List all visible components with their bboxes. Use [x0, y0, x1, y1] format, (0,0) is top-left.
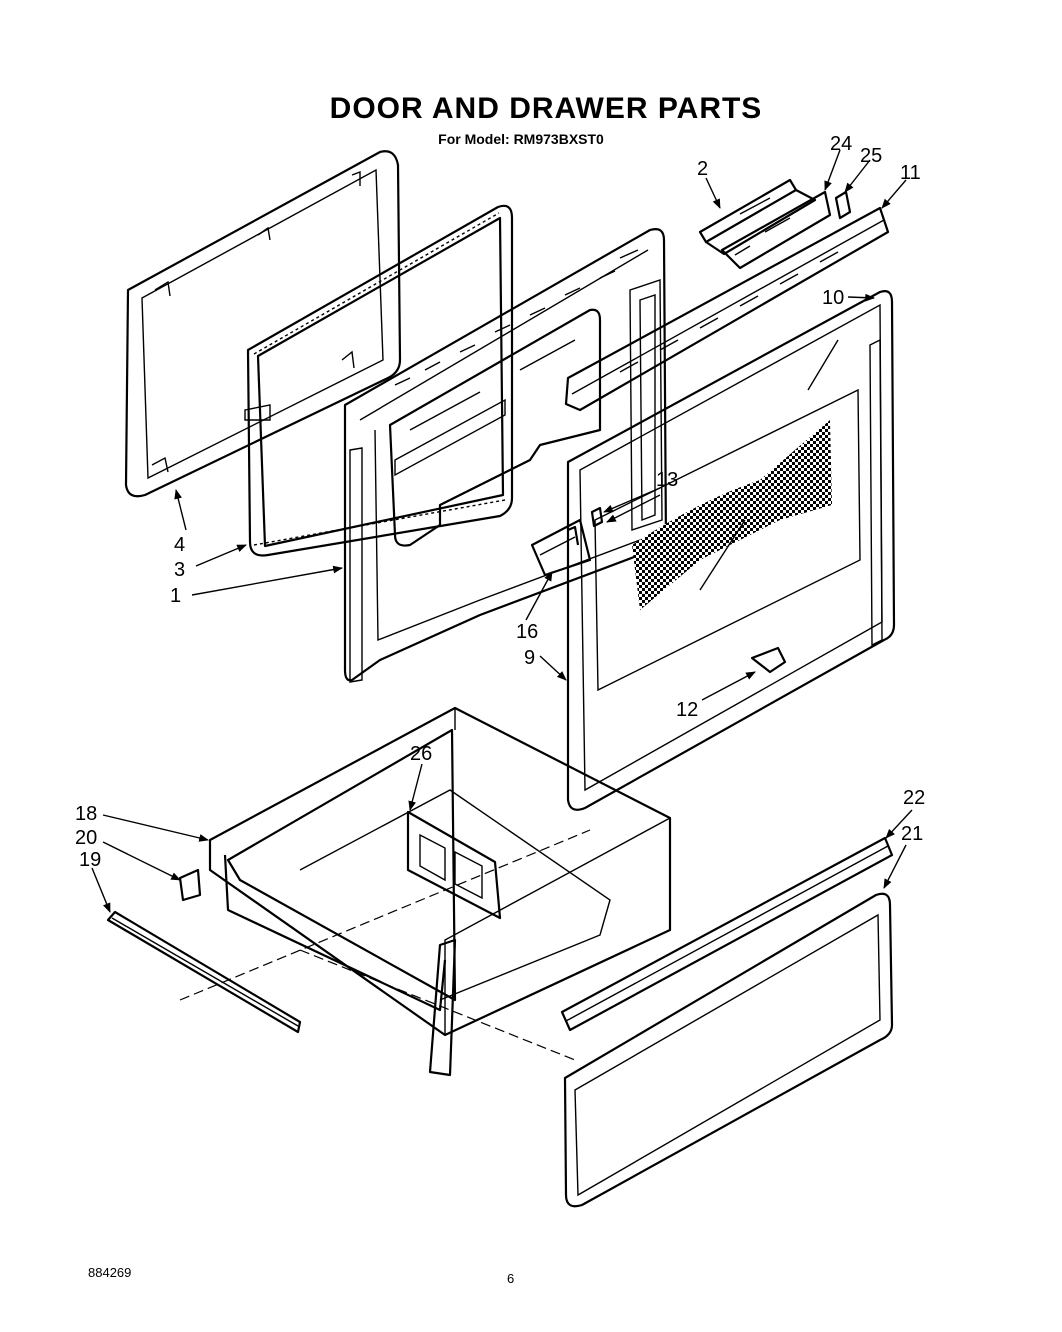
part-11-door-top-trim — [564, 206, 890, 412]
part-3-door-gasket — [244, 204, 514, 557]
leader-lines — [91, 149, 913, 913]
part-25-clip — [834, 190, 852, 220]
callout-9: 9 — [524, 647, 535, 669]
part-16-door-hinge — [530, 518, 592, 577]
callout-18: 18 — [75, 803, 97, 825]
page-title: DOOR AND DRAWER PARTS — [329, 92, 763, 125]
callout-2: 2 — [697, 158, 708, 180]
callout-21: 21 — [901, 823, 923, 845]
callout-19: 19 — [79, 849, 101, 871]
callout-12: 12 — [676, 699, 698, 721]
part-13-screws — [590, 506, 604, 528]
part-9-outer-door-frame — [566, 290, 896, 811]
callout-20: 20 — [75, 827, 97, 849]
part-26-rear-bracket — [406, 810, 502, 920]
part-1-inner-door-liner — [343, 228, 668, 683]
callout-25: 25 — [860, 145, 882, 167]
part-18-drawer-body — [208, 706, 672, 1077]
callout-16: 16 — [516, 621, 538, 643]
part-22-front-trim — [560, 836, 894, 1032]
callout-3: 3 — [174, 559, 185, 581]
document-number: 884269 — [88, 1265, 132, 1280]
callout-11: 11 — [900, 162, 921, 184]
part-20-slide-clip — [178, 868, 202, 902]
part-2-hinge-bracket — [698, 178, 817, 256]
model-subtitle: For Model: RM973BXST0 — [438, 131, 604, 147]
callout-13: 13 — [656, 469, 678, 491]
part-4-door-outer-panel — [124, 150, 402, 498]
part-12-door-handle — [750, 646, 787, 674]
callout-10: 10 — [822, 287, 844, 309]
callout-4: 4 — [174, 534, 185, 556]
callout-26: 26 — [410, 743, 432, 765]
callout-1: 1 — [170, 585, 181, 607]
callout-24: 24 — [830, 133, 852, 155]
part-24-vent-channel — [720, 190, 832, 270]
callout-22: 22 — [903, 787, 925, 809]
page-number: 6 — [507, 1271, 515, 1286]
part-19-slide-rail — [106, 910, 302, 1034]
part-21-drawer-front — [563, 892, 894, 1208]
